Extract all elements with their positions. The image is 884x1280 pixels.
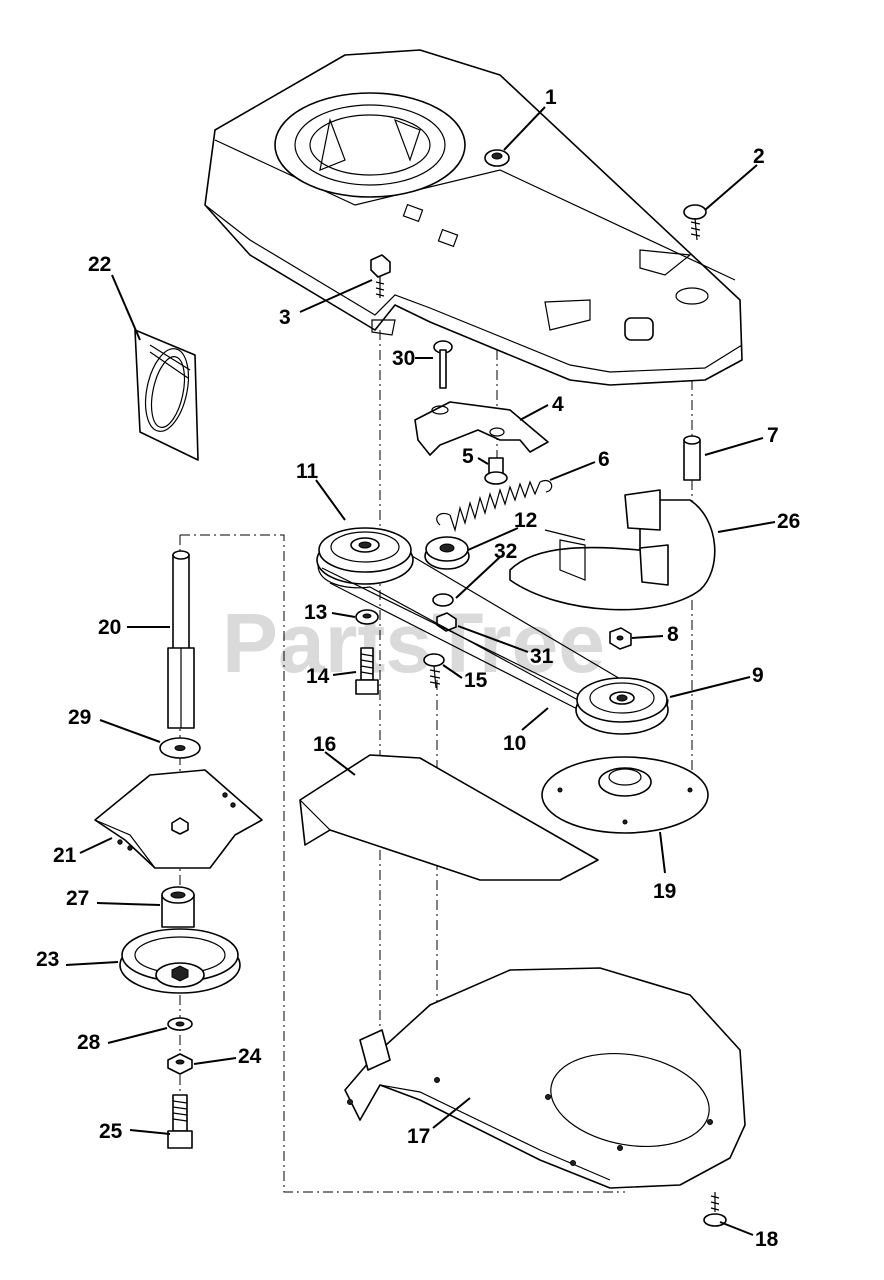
hex-bushing [161, 886, 195, 928]
callout-15: 15 [464, 669, 488, 692]
callout-23: 23 [36, 948, 59, 971]
callout-3: 3 [279, 306, 291, 329]
hex-bolt [355, 647, 379, 695]
pulley-plate [541, 756, 709, 834]
idler-washer [432, 593, 454, 607]
lock-washer [167, 1053, 193, 1075]
callout-2: 2 [753, 145, 765, 168]
bolt-washer [355, 609, 379, 625]
callout-22: 22 [88, 253, 111, 276]
idler-pulley [424, 536, 470, 570]
callout-9: 9 [752, 664, 764, 687]
belt-package [134, 329, 199, 461]
deflector-shield [299, 754, 599, 881]
housing-nut [484, 149, 510, 167]
watermark: PartsTree [222, 596, 605, 690]
callout-4: 4 [552, 393, 564, 416]
callout-29: 29 [68, 706, 91, 729]
self-tap-screw [423, 653, 445, 689]
callout-10: 10 [503, 732, 526, 755]
callout-16: 16 [313, 733, 336, 756]
callout-7: 7 [767, 424, 779, 447]
upper-housing-cover [204, 49, 743, 386]
callout-6: 6 [598, 448, 610, 471]
shoulder-bolt [484, 457, 508, 485]
blade-bolt [167, 1094, 193, 1149]
blade-pulley [119, 928, 241, 994]
spacer-sleeve [683, 435, 701, 481]
callout-32: 32 [494, 540, 517, 563]
blade-adapter [94, 769, 263, 869]
callout-11: 11 [296, 460, 319, 483]
callout-numbers: 1 2 3 4 5 6 7 8 9 10 11 12 13 14 15 16 1… [36, 86, 800, 1251]
callout-28: 28 [77, 1031, 101, 1054]
driven-pulley [575, 677, 669, 735]
callout-21: 21 [53, 844, 77, 867]
callout-26: 26 [777, 510, 800, 533]
clevis-pin [433, 340, 453, 389]
callout-30: 30 [392, 347, 415, 370]
callout-17: 17 [407, 1125, 430, 1148]
callout-20: 20 [98, 616, 121, 639]
drive-pulley [316, 527, 414, 585]
callout-5: 5 [462, 445, 474, 468]
callout-25: 25 [99, 1120, 123, 1143]
shaft-washer [159, 737, 201, 759]
screw-top-right [683, 204, 707, 241]
belt-guard [509, 489, 716, 611]
callout-14: 14 [306, 665, 330, 688]
callout-13: 13 [304, 601, 327, 624]
callout-18: 18 [755, 1228, 779, 1251]
callout-31: 31 [530, 645, 554, 668]
callout-19: 19 [653, 880, 676, 903]
lower-washer [167, 1017, 193, 1031]
callout-24: 24 [238, 1045, 262, 1068]
callout-leader-lines [65, 106, 776, 1236]
callout-12: 12 [514, 509, 537, 532]
idler-bracket [414, 401, 549, 456]
callout-27: 27 [66, 887, 89, 910]
bolt-housing [370, 254, 391, 298]
pulley-nut [609, 627, 632, 650]
callout-8: 8 [667, 623, 679, 646]
lower-housing [344, 967, 746, 1189]
extension-spring [436, 480, 553, 533]
callout-1: 1 [545, 86, 557, 109]
drive-shaft [167, 550, 195, 729]
bottom-screw [703, 1192, 727, 1227]
